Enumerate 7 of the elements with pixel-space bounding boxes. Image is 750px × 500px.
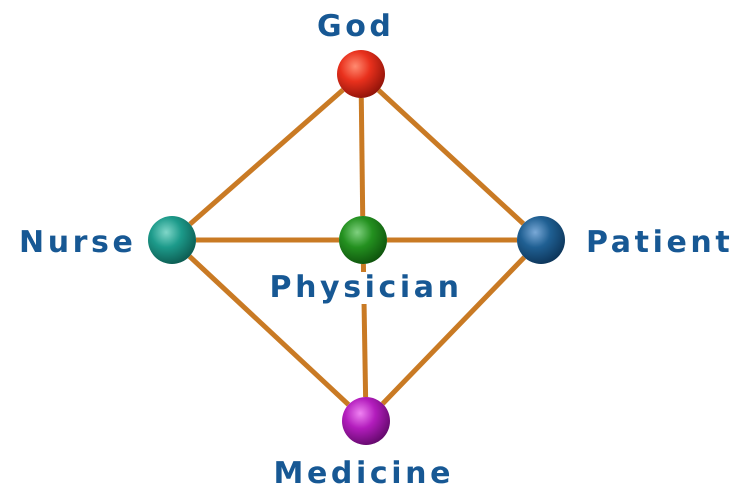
connector-line [196,238,339,242]
connector-line [376,88,526,226]
connector-line [380,256,526,406]
connector-line [358,98,366,216]
connector-line [188,88,345,226]
connector-line [387,238,517,242]
connector-line [188,254,350,406]
